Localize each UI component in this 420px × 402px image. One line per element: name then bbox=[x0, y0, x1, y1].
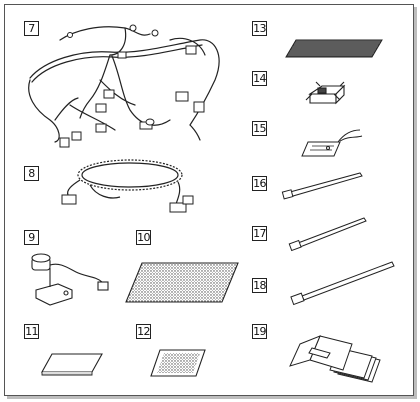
connector-icon bbox=[117, 51, 127, 59]
part-label-14: 14 bbox=[252, 71, 267, 86]
connector-icon bbox=[95, 103, 107, 113]
part-label-17: 17 bbox=[252, 226, 267, 241]
part-label-7: 7 bbox=[24, 21, 39, 36]
clip-block bbox=[305, 81, 346, 105]
antenna-wire-harness bbox=[67, 159, 183, 205]
ring-terminal-icon bbox=[67, 32, 73, 38]
connector-icon bbox=[95, 123, 107, 133]
part-label-19: 19 bbox=[252, 324, 267, 339]
ring-terminal-icon bbox=[129, 24, 137, 32]
cable-tie-medium bbox=[288, 217, 367, 252]
ring-terminal-icon bbox=[151, 29, 159, 37]
connector-icon bbox=[185, 45, 197, 55]
part-label-11: 11 bbox=[24, 324, 39, 339]
part-label-16: 16 bbox=[252, 176, 267, 191]
connector-icon bbox=[61, 194, 77, 205]
connector-icon bbox=[59, 137, 70, 148]
grommet-icon bbox=[145, 118, 155, 126]
connector-icon bbox=[71, 131, 82, 141]
cable-tie-long bbox=[290, 261, 395, 306]
connector-icon bbox=[169, 202, 187, 213]
connector-icon bbox=[182, 195, 194, 205]
connector-icon bbox=[175, 91, 189, 102]
sensor-with-bracket bbox=[31, 253, 109, 306]
part-label-9: 9 bbox=[24, 230, 39, 245]
part-label-8: 8 bbox=[24, 166, 39, 181]
part-label-10: 10 bbox=[136, 230, 151, 245]
felt-strip bbox=[285, 39, 383, 58]
main-wire-harness bbox=[28, 26, 220, 143]
part-label-15: 15 bbox=[252, 121, 267, 136]
dotted-sheet-small bbox=[150, 349, 206, 377]
cable-tie-short bbox=[281, 172, 363, 200]
instruction-booklets bbox=[289, 335, 381, 383]
plain-pad bbox=[41, 353, 103, 376]
tagged-tie bbox=[301, 129, 363, 157]
connector-icon bbox=[103, 89, 115, 99]
part-label-13: 13 bbox=[252, 21, 267, 36]
dotted-sheet-large bbox=[125, 262, 239, 303]
part-label-18: 18 bbox=[252, 278, 267, 293]
part-label-12: 12 bbox=[136, 324, 151, 339]
connector-icon bbox=[193, 101, 205, 113]
